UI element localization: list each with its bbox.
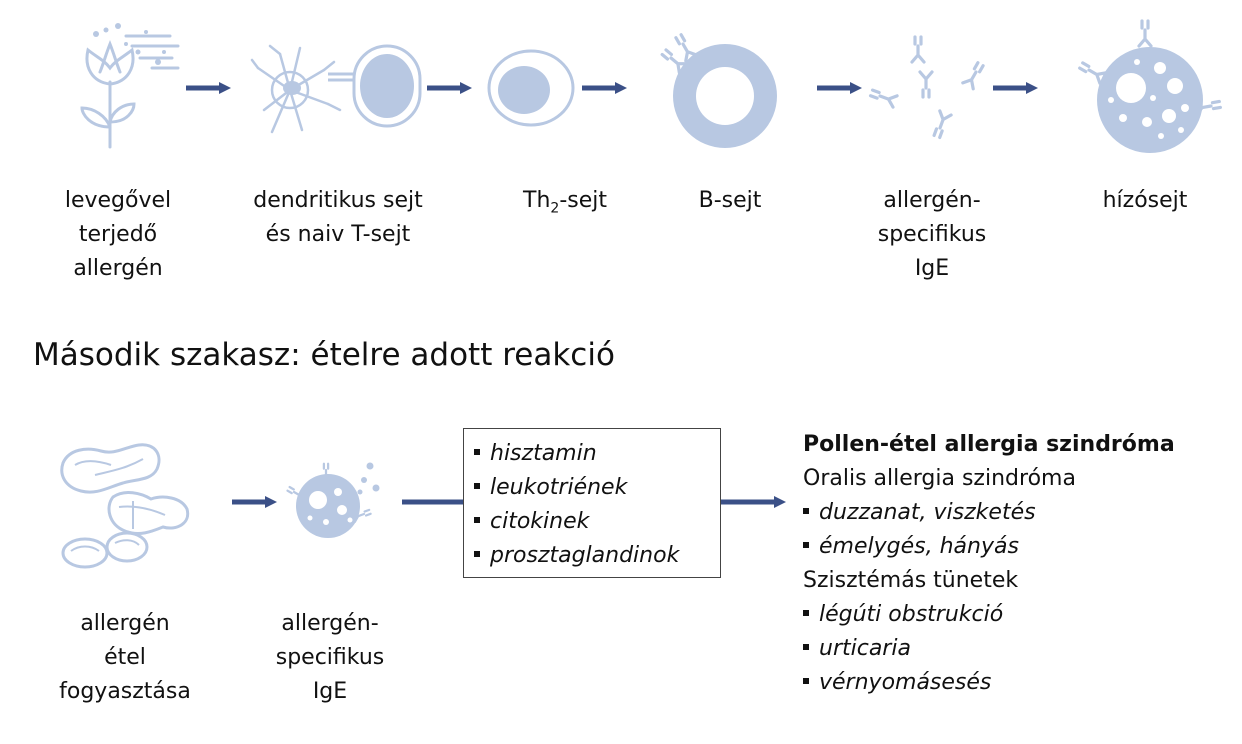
systemic-item: légúti obstrukció xyxy=(803,598,1175,632)
oral-item: émelygés, hányás xyxy=(803,530,1175,564)
systemic-item: urticaria xyxy=(803,632,1175,666)
label-th2-cell: Th2-sejt xyxy=(523,188,607,217)
mediators-box: hisztamin leukotriének citokinek proszta… xyxy=(463,428,721,578)
label-food: allergén étel fogyasztása xyxy=(59,611,191,704)
dendritic-cell-icon xyxy=(250,44,422,134)
mast-cell-icon xyxy=(1076,19,1223,153)
arrow-1 xyxy=(186,82,231,94)
label-mast-cell: hízósejt xyxy=(1102,188,1188,213)
pollen-plant-icon xyxy=(80,23,180,149)
oral-heading: Oralis allergia szindróma xyxy=(803,466,1076,491)
mediator-item: leukotriének xyxy=(474,471,720,505)
arrow-6 xyxy=(232,496,277,508)
peanut-food-icon xyxy=(60,443,190,569)
syndrome-title: Pollen-étel allergia szindróma xyxy=(803,432,1175,457)
small-mast-cell-icon xyxy=(285,462,380,538)
arrow-4 xyxy=(817,82,862,94)
arrow-5 xyxy=(993,82,1038,94)
arrow-3 xyxy=(582,82,627,94)
label-ige2: allergén- specifikus IgE xyxy=(275,611,385,704)
connector-line xyxy=(402,499,464,505)
systemic-item: vérnyomásesés xyxy=(803,666,1175,700)
arrow-2 xyxy=(427,82,472,94)
b-cell-icon xyxy=(658,31,777,148)
oral-item: duzzanat, viszketés xyxy=(803,496,1175,530)
label-ige: allergén- specifikus IgE xyxy=(877,188,987,281)
ige-antibody-icon xyxy=(867,35,988,141)
mediator-item: citokinek xyxy=(474,505,720,539)
syndrome-list: Pollen-étel allergia szindróma Oralis al… xyxy=(803,428,1175,700)
mediator-item: hisztamin xyxy=(474,437,720,471)
systemic-heading: Szisztémás tünetek xyxy=(803,568,1019,593)
th2-cell-icon xyxy=(487,49,575,127)
label-b-cell: B-sejt xyxy=(698,188,762,213)
stage2-title: Második szakasz: ételre adott reakció xyxy=(33,337,615,373)
label-airborne-allergen: levegővel terjedő allergén xyxy=(64,188,172,281)
mediator-item: prosztaglandinok xyxy=(474,539,720,573)
arrow-7 xyxy=(721,496,786,508)
label-dendritic-cell: dendritikus sejt és naiv T-sejt xyxy=(253,188,423,247)
